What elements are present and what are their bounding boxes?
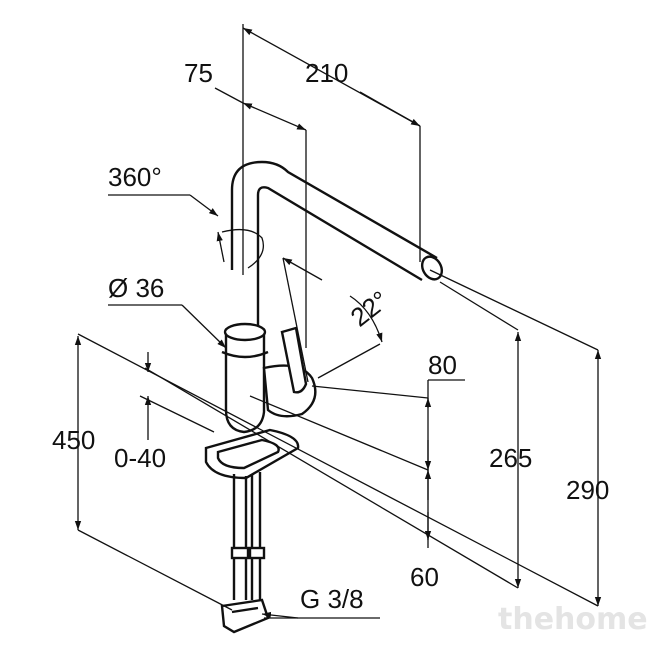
label-22: 22°: [345, 285, 394, 333]
label-80: 80: [428, 350, 457, 380]
faucet-outline: [204, 160, 444, 634]
label-diameter-36: Ø 36: [108, 273, 164, 303]
dimension-lines: [74, 24, 602, 619]
watermark-text: thehome: [498, 602, 648, 637]
label-290: 290: [566, 475, 609, 505]
label-60: 60: [410, 562, 439, 592]
label-450: 450: [52, 425, 95, 455]
label-g-3-8: G 3/8: [300, 584, 364, 614]
label-360: 360°: [108, 162, 162, 192]
label-75: 75: [184, 58, 213, 88]
label-265: 265: [489, 443, 532, 473]
label-210: 210: [305, 58, 348, 88]
label-0-40: 0-40: [114, 443, 166, 473]
